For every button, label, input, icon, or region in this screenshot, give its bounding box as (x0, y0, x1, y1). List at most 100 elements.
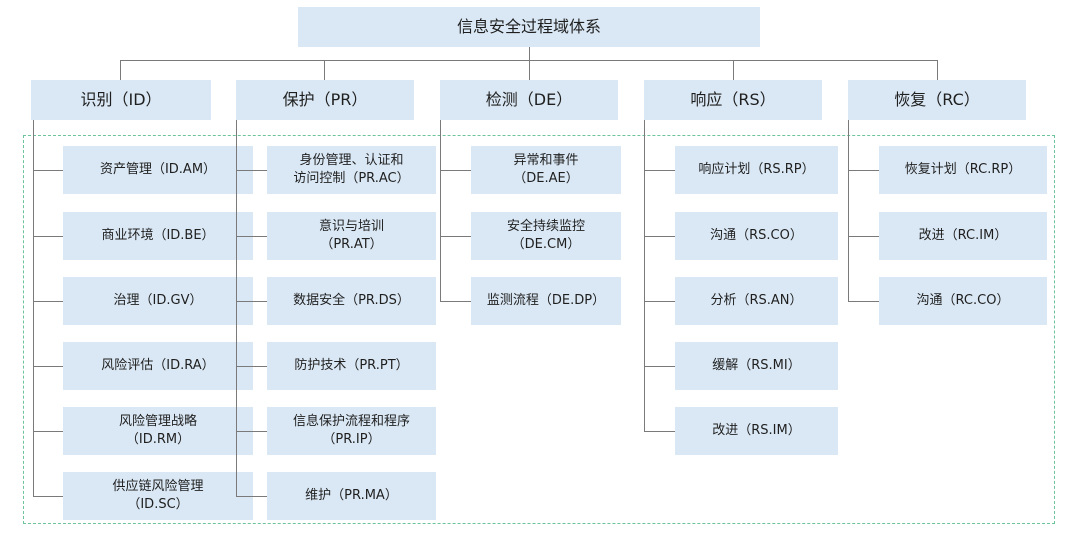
node-id-gv: 治理（ID.GV） (63, 277, 253, 325)
node-rc-co-label: 沟通（RC.CO） (916, 293, 1010, 308)
node-pr-ip-label-line1: 信息保护流程和程序 (292, 414, 410, 429)
branch-id-be (33, 236, 63, 237)
node-id-am: 资产管理（ID.AM） (63, 146, 253, 194)
node-rs-an: 分析（RS.AN） (675, 277, 838, 325)
node-rc-rp-label: 恢复计划（RC.RP） (904, 162, 1022, 177)
node-pr-ac: 身份管理、认证和 访问控制（PR.AC） (267, 146, 436, 194)
category-rs: 响应（RS） (644, 80, 822, 120)
node-pr-ip: 信息保护流程和程序 （PR.IP） (267, 407, 436, 455)
node-pr-ma: 维护（PR.MA） (267, 472, 436, 520)
branch-id-sc (33, 496, 63, 497)
node-rs-co-label: 沟通（RS.CO） (710, 228, 803, 243)
node-pr-ds-label: 数据安全（PR.DS） (293, 293, 410, 308)
node-pr-ma-label: 维护（PR.MA） (305, 488, 398, 503)
node-de-cm: 安全持续监控 （DE.CM） (471, 212, 621, 260)
root-title: 信息安全过程域体系 (456, 17, 601, 36)
node-pr-at-label-line1: 意识与培训 (318, 219, 384, 234)
category-id-label: 识别（ID） (80, 90, 162, 109)
category-rc: 恢复（RC） (848, 80, 1026, 120)
node-rc-im-label: 改进（RC.IM） (918, 228, 1008, 243)
node-rc-im: 改进（RC.IM） (879, 212, 1047, 260)
node-de-ae-label-line1: 异常和事件 (513, 153, 579, 168)
node-de-ae-label-line2: （DE.AE） (513, 171, 579, 186)
branch-pr-pt (236, 366, 267, 367)
category-rs-label: 响应（RS） (690, 90, 776, 109)
category-id: 识别（ID） (31, 80, 211, 120)
branch-rc-rp (848, 170, 879, 171)
node-rs-mi-label: 缓解（RS.MI） (712, 358, 801, 373)
branch-id-ra (33, 366, 63, 367)
node-id-sc: 供应链风险管理 （ID.SC） (63, 472, 253, 520)
category-de-label: 检测（DE） (485, 90, 573, 109)
node-pr-ac-label-line2: 访问控制（PR.AC） (293, 171, 410, 186)
column-spine-pr (236, 120, 237, 497)
node-rs-co: 沟通（RS.CO） (675, 212, 838, 260)
branch-de-dp (440, 301, 471, 302)
category-pr-label: 保护（PR） (282, 90, 368, 109)
node-rc-co: 沟通（RC.CO） (879, 277, 1047, 325)
category-rc-label: 恢复（RC） (894, 90, 980, 109)
node-rs-im-label: 改进（RS.IM） (712, 423, 801, 438)
dashed-group-border (23, 135, 1055, 524)
node-pr-pt-label: 防护技术（PR.PT） (294, 358, 409, 373)
branch-rs-an (644, 301, 675, 302)
category-bus-line (120, 60, 937, 61)
root-title-box: 信息安全过程域体系 (298, 7, 760, 47)
branch-pr-ip (236, 431, 267, 432)
node-id-ra-label: 风险评估（ID.RA） (101, 358, 215, 373)
category-de: 检测（DE） (440, 80, 618, 120)
node-de-ae: 异常和事件 （DE.AE） (471, 146, 621, 194)
node-id-rm-label-line1: 风险管理战略 (118, 414, 197, 429)
branch-rs-co (644, 236, 675, 237)
node-pr-pt: 防护技术（PR.PT） (267, 342, 436, 390)
node-id-rm: 风险管理战略 （ID.RM） (63, 407, 253, 455)
node-id-be: 商业环境（ID.BE） (63, 212, 253, 260)
branch-de-ae (440, 170, 471, 171)
branch-id-rm (33, 431, 63, 432)
drop-line-rs (733, 60, 734, 80)
node-de-cm-label-line1: 安全持续监控 (506, 219, 585, 234)
node-rs-rp-label: 响应计划（RS.RP） (698, 162, 815, 177)
branch-pr-at (236, 236, 267, 237)
branch-rs-im (644, 431, 675, 432)
drop-line-rc (937, 60, 938, 80)
node-id-rm-label-line2: （ID.RM） (125, 432, 191, 447)
node-rs-rp: 响应计划（RS.RP） (675, 146, 838, 194)
node-pr-at-label-line2: （PR.AT） (320, 237, 383, 252)
branch-pr-ds (236, 301, 267, 302)
node-de-cm-label-line2: （DE.CM） (511, 237, 581, 252)
branch-rs-mi (644, 366, 675, 367)
drop-line-id (120, 60, 121, 80)
branch-id-gv (33, 301, 63, 302)
node-rc-rp: 恢复计划（RC.RP） (879, 146, 1047, 194)
node-pr-at: 意识与培训 （PR.AT） (267, 212, 436, 260)
root-trunk-line (529, 47, 530, 61)
node-id-sc-label-line1: 供应链风险管理 (112, 479, 204, 494)
column-spine-id (33, 120, 34, 497)
category-pr: 保护（PR） (236, 80, 414, 120)
node-id-ra: 风险评估（ID.RA） (63, 342, 253, 390)
branch-id-am (33, 170, 63, 171)
drop-line-pr (324, 60, 325, 80)
node-rs-mi: 缓解（RS.MI） (675, 342, 838, 390)
branch-de-cm (440, 236, 471, 237)
node-pr-ac-label-line1: 身份管理、认证和 (299, 153, 404, 168)
branch-rs-rp (644, 170, 675, 171)
column-spine-rs (644, 120, 645, 432)
column-spine-de (440, 120, 441, 302)
branch-rc-co (848, 301, 879, 302)
node-pr-ip-label-line2: （PR.IP） (322, 432, 381, 447)
node-id-gv-label: 治理（ID.GV） (113, 293, 203, 308)
node-pr-ds: 数据安全（PR.DS） (267, 277, 436, 325)
node-de-dp-label: 监测流程（DE.DP） (486, 293, 606, 308)
node-id-am-label: 资产管理（ID.AM） (99, 162, 217, 177)
drop-line-de (529, 60, 530, 80)
node-de-dp: 监测流程（DE.DP） (471, 277, 621, 325)
branch-pr-ac (236, 170, 267, 171)
node-id-be-label: 商业环境（ID.BE） (101, 228, 215, 243)
branch-rc-im (848, 236, 879, 237)
node-rs-im: 改进（RS.IM） (675, 407, 838, 455)
branch-pr-ma (236, 496, 267, 497)
node-id-sc-label-line2: （ID.SC） (127, 497, 189, 512)
column-spine-rc (848, 120, 849, 302)
